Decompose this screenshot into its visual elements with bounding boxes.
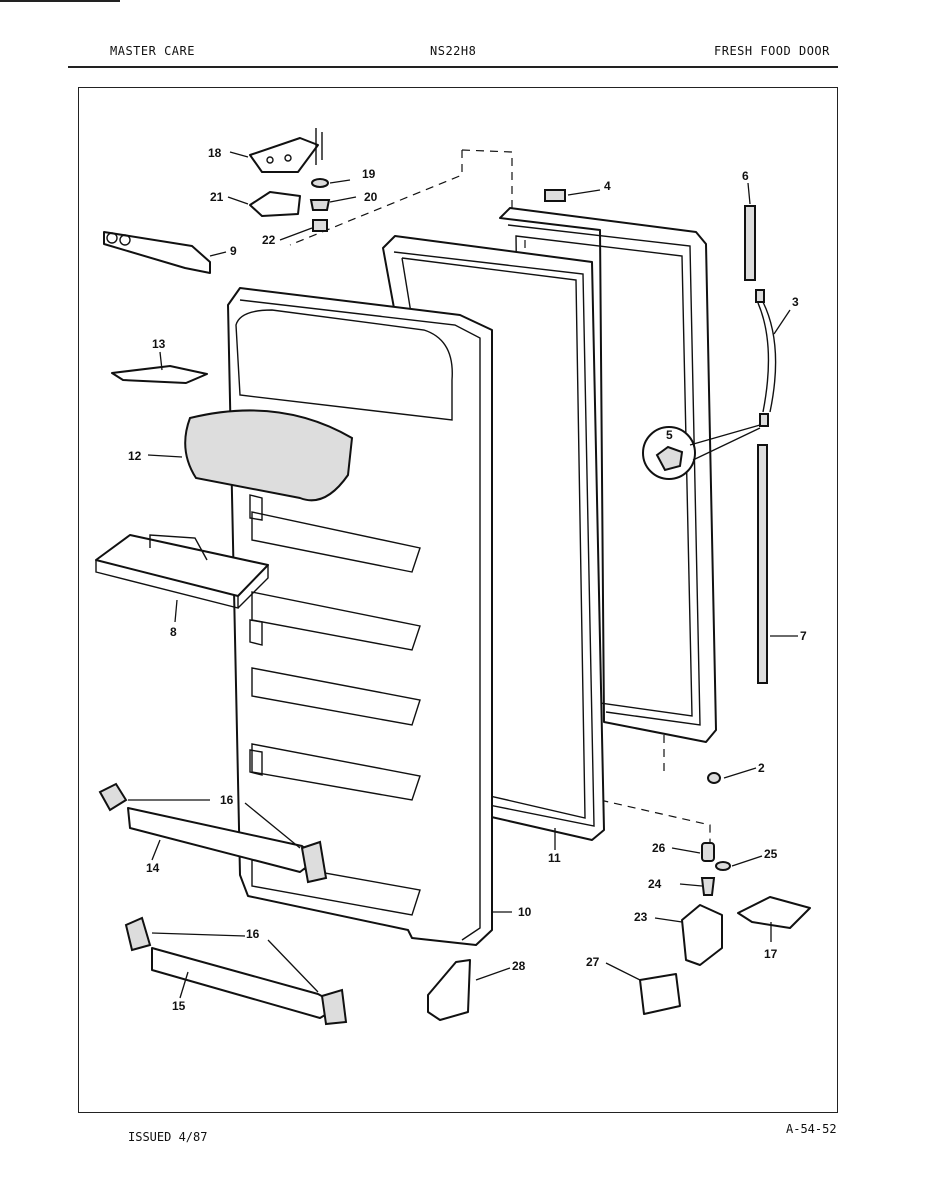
callout-8: 8 [170,625,177,639]
washer-part [311,178,329,188]
callout-20: 20 [364,190,378,204]
callout-10: 10 [518,905,532,919]
badge-part [544,189,566,202]
assembly-line-bottom [524,240,711,845]
egg-tray-part [95,534,269,609]
callout-13: 13 [152,337,166,351]
hinge-shim-27-part [639,973,681,1015]
header-brand: MASTER CARE [110,44,195,58]
callout-26: 26 [652,841,666,855]
header-section: FRESH FOOD DOOR [714,44,830,58]
callout-23: 23 [634,910,648,924]
callout-4: 4 [604,179,611,193]
page-code: A-54-52 [786,1122,837,1136]
detail-leader-lines [689,424,761,461]
bottom-cam-part [427,959,471,1021]
callout-18: 18 [208,146,222,160]
top-edge-mark [0,0,120,2]
bushing-26-part [701,842,715,862]
callout-16-upper: 16 [220,793,234,807]
handle-cap-part [744,205,756,281]
callout-15: 15 [172,999,186,1013]
callout-24: 24 [648,877,662,891]
pin-24-part [700,877,716,896]
header-rule [68,66,838,68]
callout-27: 27 [586,955,600,969]
callout-11: 11 [548,851,561,865]
issued-date: ISSUED 4/87 [128,1130,208,1144]
small-shelf-part [111,365,208,384]
washer-25-part [715,861,731,871]
cam-part [655,445,684,472]
door-stop-part [103,231,211,274]
shelf-bar-lower [124,916,348,1026]
door-handle-part [755,289,777,427]
bushing-part [309,199,331,211]
callout-2: 2 [758,761,765,775]
bottom-hinge-plate-part [737,896,811,929]
callout-28: 28 [512,959,526,973]
hinge-shim-part [249,191,301,217]
callout-5: 5 [666,428,673,442]
callout-17: 17 [764,947,778,961]
diagram-frame [78,87,838,1113]
handle-bar-part [757,444,768,684]
assembly-line-hinge [461,149,513,218]
leader-lines [128,151,798,999]
callout-21: 21 [210,190,224,204]
callout-22: 22 [262,233,276,247]
plug-part [707,772,721,784]
shelf-bar-upper [98,782,328,884]
callout-19: 19 [362,167,376,181]
callout-3: 3 [792,295,799,309]
header-model: NS22H8 [430,44,477,58]
callout-12: 12 [128,449,142,463]
callout-16-lower: 16 [246,927,260,941]
callout-7: 7 [800,629,807,643]
callout-9: 9 [230,244,237,258]
callout-6: 6 [742,169,749,183]
dairy-door-part [184,409,354,502]
callout-14: 14 [146,861,160,875]
spacer-part [312,219,328,232]
callout-25: 25 [764,847,778,861]
hinge-bracket-23-part [681,904,723,966]
top-hinge-part [249,128,323,173]
